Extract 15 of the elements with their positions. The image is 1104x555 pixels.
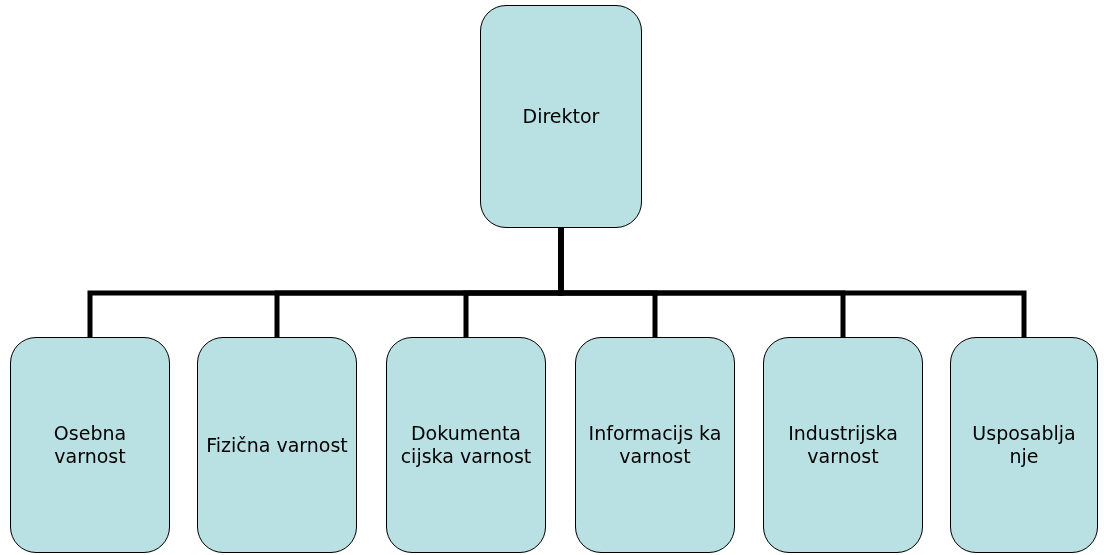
org-box [480,5,642,228]
org-box [386,337,546,553]
box-label: Fizična varnost [206,433,348,457]
box-label: Dokumenta cijska varnost [399,422,533,468]
org-box [10,337,170,553]
org-box [197,337,357,553]
box-label: Usposablja nje [971,422,1077,468]
connector-line [558,228,1027,337]
box-label: Direktor [522,105,600,128]
box-label: Industrijska varnost [787,422,899,468]
org-box [763,337,923,553]
box-label: Informacijs ka varnost [587,422,723,468]
box-label: Osebna varnost [52,422,128,468]
org-box [950,337,1098,553]
org-box [575,337,735,553]
